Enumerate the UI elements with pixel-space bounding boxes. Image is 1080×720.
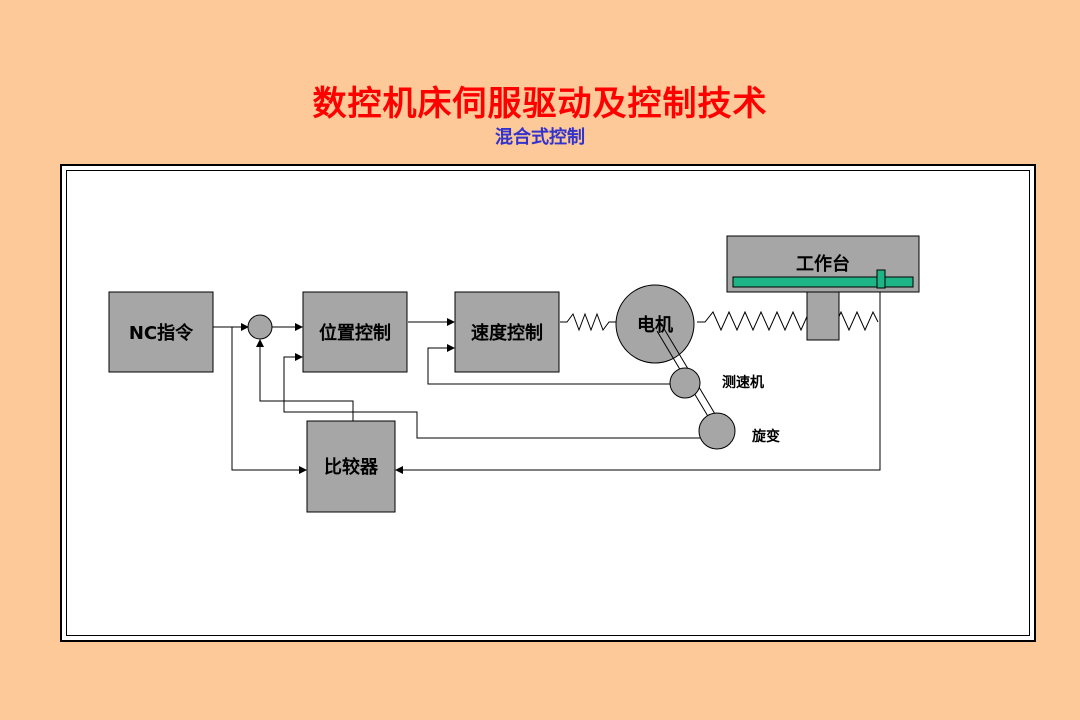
leadscrew-bar bbox=[732, 276, 914, 288]
tachometer-circle bbox=[669, 367, 701, 399]
motor-leadscrew-coupling bbox=[697, 310, 879, 332]
nc-to-comparator-line bbox=[231, 327, 307, 474]
summing-junction bbox=[247, 314, 273, 340]
tachometer-label: 测速机 bbox=[722, 374, 764, 391]
resolver-label: 旋变 bbox=[751, 428, 780, 445]
speed-motor-coupling bbox=[560, 312, 616, 332]
nc-command-label: NC指令 bbox=[129, 322, 194, 344]
signal-lines bbox=[213, 292, 881, 474]
resolver-feedback-line bbox=[283, 353, 700, 439]
nc-command-block bbox=[108, 291, 214, 373]
comparator-block bbox=[306, 420, 396, 513]
position-control-block bbox=[302, 291, 408, 373]
page-title: 数控机床伺服驱动及控制技术 bbox=[312, 84, 768, 124]
resolver-circle bbox=[698, 412, 736, 450]
speed-control-block bbox=[454, 291, 560, 373]
worktable-support bbox=[806, 291, 840, 341]
comparator-to-sum-line bbox=[256, 339, 354, 421]
leadscrew-nut bbox=[876, 269, 886, 289]
motor-circle bbox=[615, 284, 695, 364]
position-control-label: 位置控制 bbox=[319, 322, 391, 344]
tacho-feedback-line bbox=[427, 344, 670, 385]
worktable-feedback-line bbox=[395, 292, 881, 474]
speed-control-label: 速度控制 bbox=[471, 322, 543, 344]
diagram-inner-frame bbox=[66, 170, 1030, 636]
page-subtitle: 混合式控制 bbox=[495, 127, 585, 148]
motor-label: 电机 bbox=[637, 314, 673, 336]
worktable-label: 工作台 bbox=[796, 253, 850, 275]
comparator-label: 比较器 bbox=[324, 456, 379, 478]
